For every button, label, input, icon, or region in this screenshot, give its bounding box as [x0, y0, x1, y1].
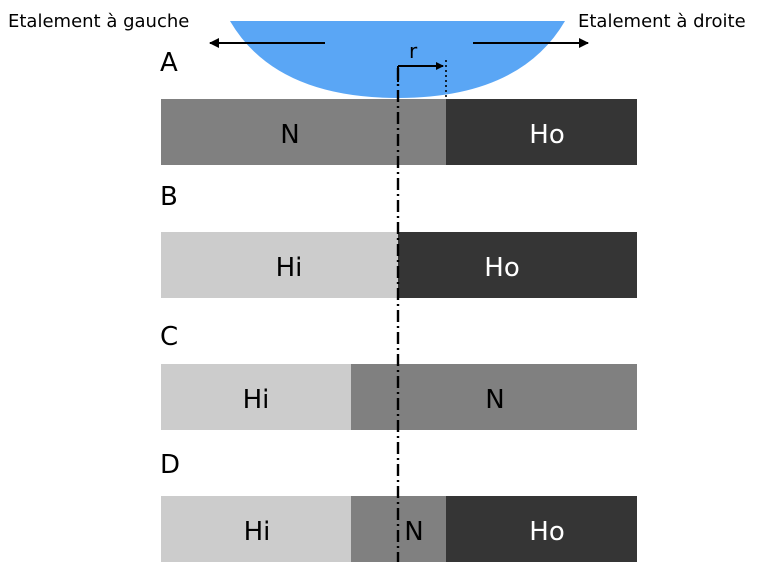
- row-d-segment-n: [351, 496, 446, 562]
- droplet: [230, 21, 565, 98]
- row-b-label-ho: Ho: [484, 253, 519, 283]
- row-letter-c: C: [160, 322, 178, 352]
- row-b-label-hi: Hi: [276, 253, 303, 283]
- row-letter-b: B: [160, 182, 178, 212]
- row-c-segment-hi: [161, 364, 351, 430]
- row-a-label-ho: Ho: [529, 120, 564, 150]
- row-letter-d: D: [160, 450, 180, 480]
- row-c-label-n: N: [485, 385, 504, 415]
- row-c-label-hi: Hi: [243, 385, 270, 415]
- row-b-segment-hi: [161, 232, 398, 298]
- row-a-label-n: N: [280, 120, 299, 150]
- spread-right-label: Etalement à droite: [578, 11, 746, 32]
- row-c-segment-n: [351, 364, 637, 430]
- row-d-segment-hi: [161, 496, 351, 562]
- row-letter-a: A: [160, 48, 178, 78]
- spread-left-label: Etalement à gauche: [8, 11, 189, 32]
- row-d-label-n: N: [404, 517, 423, 547]
- row-a-segment-ho: [446, 99, 637, 165]
- row-d-label-ho: Ho: [529, 517, 564, 547]
- row-d-label-hi: Hi: [244, 517, 271, 547]
- row-b-segment-ho: [398, 232, 637, 298]
- row-d-segment-ho: [446, 496, 637, 562]
- radius-label: r: [409, 39, 418, 63]
- row-a-segment-n: [161, 99, 446, 165]
